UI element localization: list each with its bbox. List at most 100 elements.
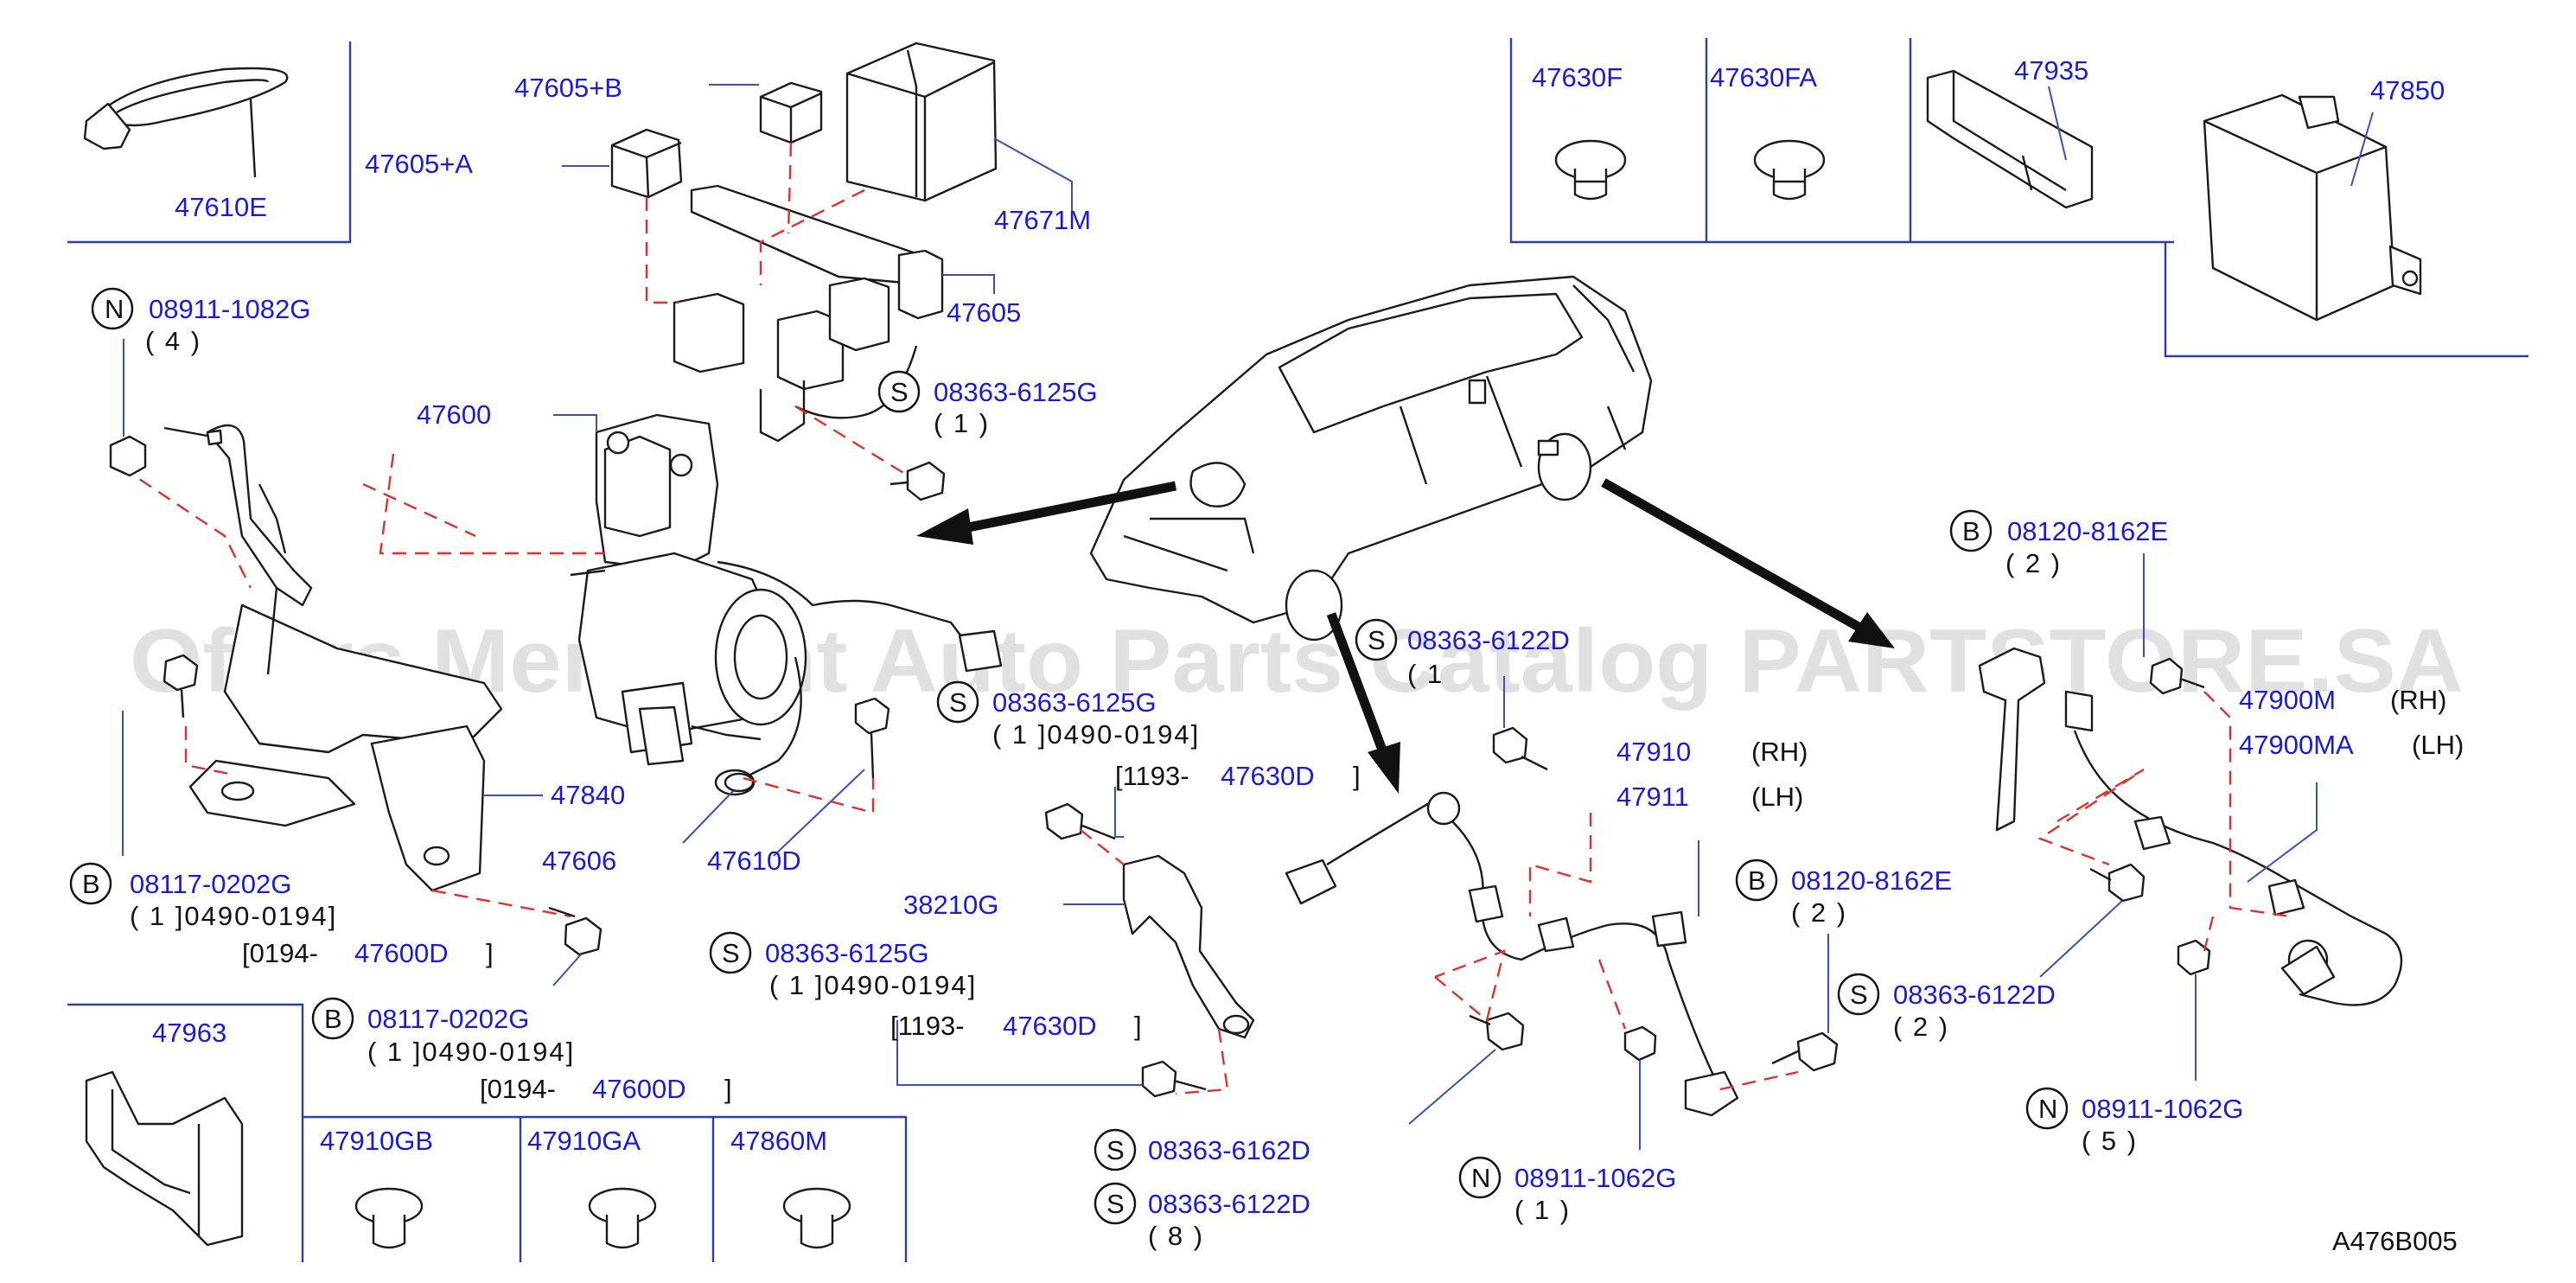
svg-text:( 1 ]0490-0194]: ( 1 ]0490-0194] — [769, 970, 977, 1000]
label-47630FA: 47630FA — [1710, 62, 1817, 93]
callout-s-08363-6125G-mid: S 08363-6125G ( 1 ]0490-0194] [1193- 476… — [936, 680, 1361, 791]
arrow-to-front-sensor — [1326, 612, 1400, 794]
label-47605A: 47605+A — [365, 149, 473, 179]
svg-text:( 1 ]0490-0194]: ( 1 ]0490-0194] — [367, 1037, 575, 1067]
svg-text:( 2 ): ( 2 ) — [1893, 1012, 1949, 1042]
svg-text:( 2 ): ( 2 ) — [1791, 897, 1847, 928]
callout-b-08117-0202G-a: B 08117-0202G ( 1 ]0490-0194] [0194- 476… — [69, 862, 494, 968]
label-47900MA: 47900MA — [2239, 730, 2354, 760]
svg-text:( 1 ]0490-0194]: ( 1 ]0490-0194] — [130, 901, 337, 931]
svg-text:08363-6122D: 08363-6122D — [1893, 980, 2056, 1010]
svg-text:08363-6125G: 08363-6125G — [934, 377, 1098, 407]
svg-text:( 1 ]0490-0194]: ( 1 ]0490-0194] — [992, 719, 1200, 750]
svg-text:]: ] — [724, 1074, 732, 1104]
svg-text:[0194-: [0194- — [480, 1074, 556, 1104]
callout-b-08120-8162E-right: B 08120-8162E ( 2 ) — [1949, 509, 2168, 578]
front-sensor-47910-drawing — [1285, 676, 1739, 1150]
rear-sensor-47900M-drawing — [1978, 553, 2403, 1081]
label-47963: 47963 — [152, 1018, 226, 1048]
svg-text:47600D: 47600D — [354, 938, 449, 968]
svg-text:B: B — [1748, 865, 1766, 896]
svg-text:S: S — [890, 377, 909, 407]
svg-text:( 8 ): ( 8 ) — [1148, 1221, 1204, 1251]
label-47606: 47606 — [542, 846, 616, 876]
grommet-47630FA-drawing — [1753, 139, 1826, 201]
label-47671M: 47671M — [994, 205, 1091, 235]
svg-text:S: S — [1106, 1189, 1125, 1219]
clip-47610E-drawing — [83, 67, 289, 178]
bolt-08120-8162E-mid-drawing — [1771, 934, 1839, 1072]
svg-text:S: S — [949, 687, 967, 718]
label-47850: 47850 — [2370, 75, 2445, 105]
figure-code: A476B005 — [2332, 1226, 2458, 1256]
svg-text:08117-0202G: 08117-0202G — [367, 1004, 529, 1034]
stud-bolt-left — [163, 426, 223, 446]
arrow-to-actuator — [916, 481, 1177, 545]
svg-text:08911-1062G: 08911-1062G — [1514, 1163, 1676, 1193]
svg-text:08363-6122D: 08363-6122D — [1407, 625, 1570, 655]
bolt-08117-0202G-b-drawing — [548, 906, 603, 986]
svg-text:N: N — [105, 294, 124, 324]
svg-text:47630D: 47630D — [1221, 761, 1315, 791]
bolt-08363-6125G-top-drawing — [889, 461, 946, 501]
box-grommets-bottom-left — [67, 1003, 908, 1262]
callout-s-08363-6122D-partial: S 08363-6122D ( 1 — [1355, 618, 1570, 689]
svg-text:47600D: 47600D — [592, 1074, 686, 1104]
svg-text:( 1: ( 1 — [1407, 659, 1444, 689]
label-38210G: 38210G — [903, 890, 998, 920]
svg-text:[1193-: [1193- — [890, 1011, 965, 1041]
callout-b-08120-8162E-mid: B 08120-8162E ( 2 ) — [1735, 859, 1952, 928]
svg-text:S: S — [1106, 1135, 1125, 1165]
svg-text:]: ] — [1353, 761, 1361, 791]
svg-text:08363-6122D: 08363-6122D — [1148, 1189, 1310, 1219]
svg-text:]: ] — [1134, 1011, 1142, 1041]
label-47860M: 47860M — [730, 1126, 827, 1156]
svg-text:( 1 ): ( 1 ) — [1514, 1195, 1571, 1225]
callout-n-08911-1082G: N 08911-1082G ( 4 ) — [91, 287, 310, 356]
callout-s-08363-6125G-low: S 08363-6125G ( 1 ]0490-0194] [1193- 476… — [709, 931, 1142, 1041]
bracket-38210G-drawing — [896, 787, 1255, 1098]
label-47900M: 47900M — [2239, 685, 2336, 715]
svg-text:08363-6162D: 08363-6162D — [1148, 1135, 1310, 1165]
bracket-47963-drawing — [85, 1070, 244, 1247]
label-47610D: 47610D — [707, 846, 801, 876]
nut-08911-1082G-drawing — [109, 339, 147, 477]
control-box-47671M-drawing — [845, 41, 1073, 216]
label-47911: 47911 — [1616, 782, 1689, 812]
label-47605B: 47605+B — [514, 73, 622, 103]
svg-text:08363-6125G: 08363-6125G — [992, 687, 1157, 718]
label-47630F: 47630F — [1532, 62, 1623, 93]
bracket-47840-drawing — [188, 424, 543, 892]
svg-text:[0194-: [0194- — [242, 938, 318, 968]
label-47600: 47600 — [417, 399, 491, 430]
relay-bracket-47605-drawing — [673, 184, 995, 443]
svg-text:B: B — [82, 869, 100, 899]
callout-n-08911-1062G-right: N 08911-1062G ( 5 ) — [2025, 1087, 2243, 1156]
ecu-47850-drawing — [2203, 93, 2422, 322]
bolt-47610D-drawing — [773, 697, 890, 857]
grommet-47860M-drawing — [782, 1187, 851, 1249]
label-47605: 47605 — [947, 297, 1021, 328]
relay-47605B-drawing — [709, 81, 823, 144]
callout-b-08117-0202G-b: B 08117-0202G ( 1 ]0490-0194] [0194- 476… — [311, 997, 732, 1104]
svg-text:47630D: 47630D — [1003, 1011, 1097, 1041]
svg-text:S: S — [1850, 980, 1868, 1010]
svg-text:N: N — [2038, 1094, 2057, 1124]
svg-text:08363-6125G: 08363-6125G — [765, 938, 929, 968]
fastener-pn: 08911-1082G — [149, 294, 310, 324]
svg-text:08120-8162E: 08120-8162E — [1791, 865, 1952, 896]
label-47911-side: (LH) — [1751, 782, 1803, 812]
label-47910GB: 47910GB — [320, 1126, 433, 1156]
grommet-47630F-drawing — [1554, 139, 1627, 201]
svg-text:S: S — [1368, 625, 1386, 655]
label-47910GA: 47910GA — [527, 1126, 641, 1156]
label-47910: 47910 — [1616, 737, 1691, 767]
callout-s-08363-6122D-bottom: S 08363-6122D ( 8 ) — [1094, 1182, 1310, 1251]
label-47910-side: (RH) — [1751, 737, 1808, 767]
box-grommets-top-right — [1509, 38, 2528, 358]
callout-n-08911-1062G-mid: N 08911-1062G ( 1 ) — [1458, 1156, 1676, 1225]
svg-text:( 1 ): ( 1 ) — [934, 408, 990, 438]
label-47900MA-side: (LH) — [2412, 730, 2464, 760]
svg-text:08911-1062G: 08911-1062G — [2082, 1094, 2243, 1124]
